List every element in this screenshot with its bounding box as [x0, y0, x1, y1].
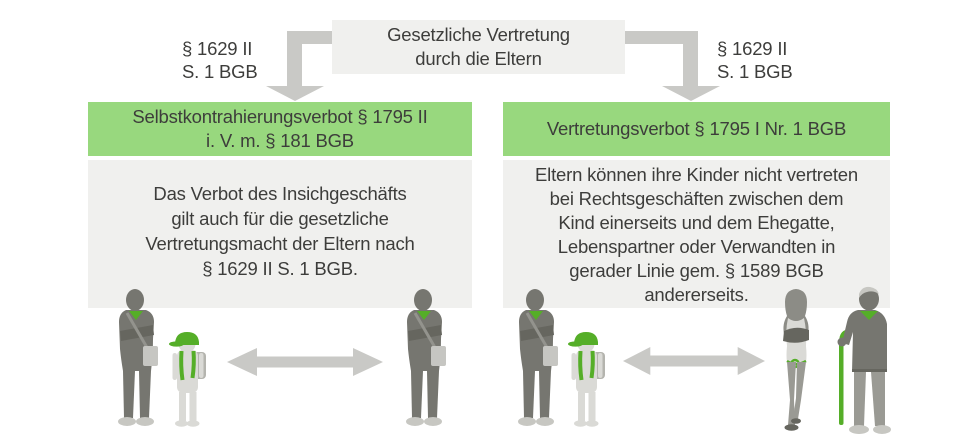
left-body-text: Das Verbot des Insichgeschäfts gilt auch… — [145, 183, 415, 279]
right-body-box: Eltern können ihre Kinder nicht vertrete… — [503, 160, 890, 308]
double-arrow-icon — [227, 348, 383, 376]
woman-silhouette — [783, 289, 809, 431]
double-arrow-icon — [623, 347, 765, 375]
right-connector-horizontal-bar — [624, 31, 698, 44]
parent-silhouette — [518, 289, 558, 426]
right-body-text: Eltern können ihre Kinder nicht vertrete… — [535, 164, 858, 305]
root-node-label: Gesetzliche Vertretung durch die Eltern — [387, 24, 570, 69]
right-connector-arrowhead-icon — [662, 86, 720, 101]
parent-silhouette — [406, 289, 446, 426]
left-body-box: Das Verbot des Insichgeschäfts gilt auch… — [88, 160, 472, 308]
child-silhouette — [169, 332, 206, 427]
left-connector-arrowhead-icon — [266, 86, 324, 101]
grandfather-silhouette — [837, 286, 891, 434]
left-statute-label: § 1629 II S. 1 BGB — [182, 38, 258, 82]
child-silhouette — [568, 332, 605, 427]
right-heading-text: Vertretungsverbot § 1795 I Nr. 1 BGB — [546, 118, 847, 139]
white-hair — [859, 286, 879, 298]
right-heading-box: Vertretungsverbot § 1795 I Nr. 1 BGB — [503, 102, 890, 156]
green-belt — [786, 359, 807, 366]
left-connector-vertical-bar — [287, 31, 302, 86]
green-strap — [179, 350, 185, 381]
parent-silhouette — [118, 289, 158, 426]
root-node-box: Gesetzliche Vertretung durch die Eltern — [332, 20, 625, 74]
left-heading-text: Selbstkontrahierungsverbot § 1795 II i. … — [132, 106, 428, 151]
green-cane — [839, 341, 844, 425]
green-cap — [175, 332, 199, 345]
right-connector-vertical-bar — [683, 31, 698, 86]
green-collar — [129, 311, 143, 320]
right-statute-label: § 1629 II S. 1 BGB — [717, 38, 793, 82]
shoulder-bag — [143, 346, 158, 366]
left-heading-box: Selbstkontrahierungsverbot § 1795 II i. … — [88, 102, 472, 156]
